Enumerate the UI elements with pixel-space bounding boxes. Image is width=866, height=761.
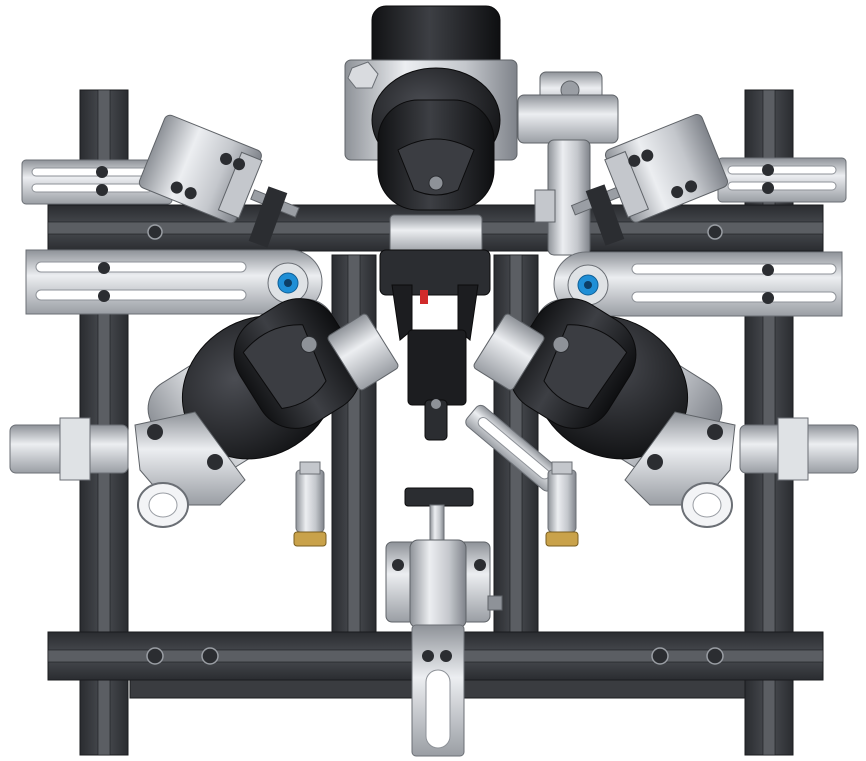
- tee-fitting: [517, 71, 619, 256]
- angled-cylinder-right: [473, 298, 736, 528]
- pivot-arm-left: [25, 249, 323, 315]
- pivot-bearing-icon: [267, 262, 309, 304]
- clamp-lever-right: [624, 411, 736, 506]
- frame-post-inner-left: [331, 254, 377, 636]
- hex-bolt-icon: [347, 61, 379, 89]
- central-gripper: [379, 214, 491, 441]
- side-rod-right: [739, 417, 859, 481]
- flow-valve-right: [545, 461, 579, 547]
- sensor-mount-left: [21, 114, 300, 248]
- frame-screws-lower: [146, 647, 724, 665]
- flow-valve-left: [293, 461, 327, 547]
- side-rod-left: [9, 417, 129, 481]
- sensor-mount-right: [570, 113, 847, 246]
- clamp-lever-left: [134, 411, 246, 506]
- pivot-arm-right: [553, 251, 843, 317]
- bottom-actuator: [385, 487, 503, 757]
- angled-cylinder-left: [134, 298, 399, 528]
- frame-screws-upper: [147, 224, 723, 240]
- top-cylinder-assembly: [344, 5, 619, 256]
